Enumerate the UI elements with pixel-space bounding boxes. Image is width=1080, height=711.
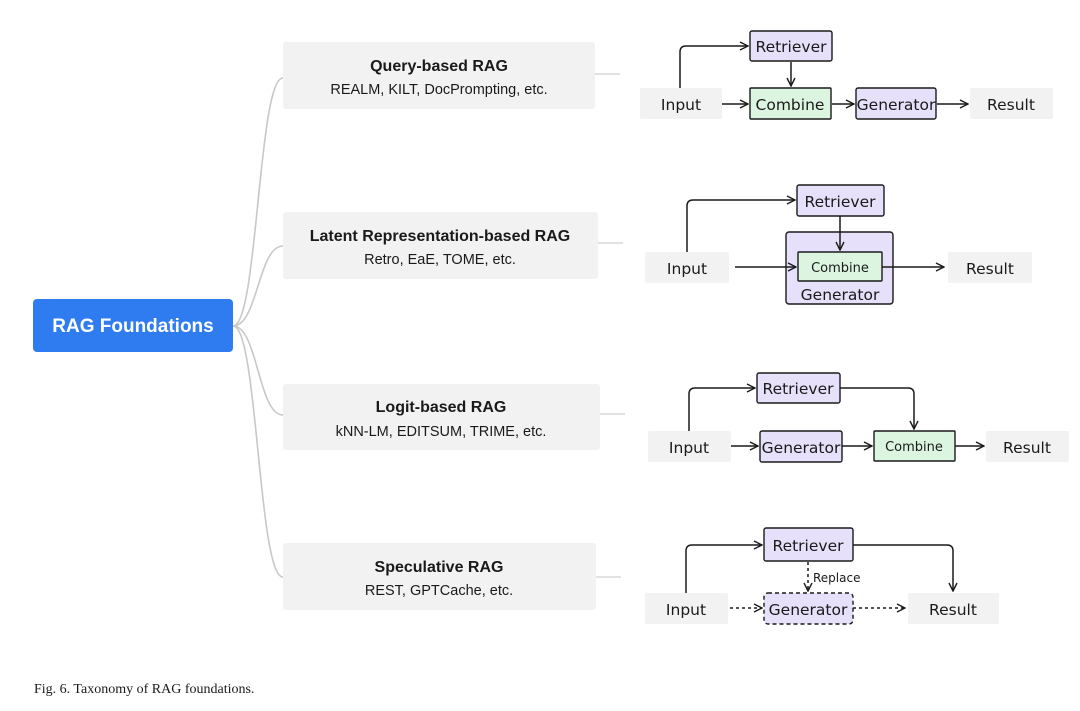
combine-node: Combine xyxy=(811,261,869,276)
retriever-node: Retriever xyxy=(763,380,835,398)
combine-node: Combine xyxy=(756,96,825,114)
category-logit-based: Logit-based RAG kNN-LM, EDITSUM, TRIME, … xyxy=(283,384,600,450)
input-node: Input xyxy=(667,260,707,278)
generator-node: Generator xyxy=(762,439,841,457)
generator-node: Generator xyxy=(801,286,880,304)
root-node: RAG Foundations xyxy=(33,299,233,352)
category-speculative: Speculative RAG REST, GPTCache, etc. xyxy=(283,543,596,610)
input-node: Input xyxy=(669,439,709,457)
category-latent-representation: Latent Representation-based RAG Retro, E… xyxy=(283,212,598,279)
category-query-based: Query-based RAG REALM, KILT, DocPromptin… xyxy=(283,42,595,109)
category-title: Latent Representation-based RAG xyxy=(310,228,570,245)
combine-node: Combine xyxy=(885,440,943,455)
category-subtitle: Retro, EaE, TOME, etc. xyxy=(364,252,516,268)
replace-label: Replace xyxy=(813,571,860,585)
flow-speculative: Input Retriever Replace Generator Result xyxy=(645,527,999,625)
category-title: Logit-based RAG xyxy=(376,399,507,416)
category-title: Speculative RAG xyxy=(375,559,504,576)
tree-connectors xyxy=(232,73,625,578)
input-node: Input xyxy=(666,601,706,619)
generator-node: Generator xyxy=(769,601,848,619)
generator-node: Generator xyxy=(857,96,936,114)
retriever-node: Retriever xyxy=(773,537,845,555)
flow-logit-based: Input Retriever Generator Combine Result xyxy=(648,372,1069,463)
flow-latent-representation: Input Retriever Generator Combine Result xyxy=(645,184,1032,305)
flow-query-based: Input Retriever Combine Generator Result xyxy=(640,30,1053,120)
result-node: Result xyxy=(929,601,977,619)
result-node: Result xyxy=(987,96,1035,114)
category-subtitle: REST, GPTCache, etc. xyxy=(365,583,513,599)
input-node: Input xyxy=(661,96,701,114)
retriever-node: Retriever xyxy=(805,193,877,211)
category-title: Query-based RAG xyxy=(370,58,508,75)
result-node: Result xyxy=(1003,439,1051,457)
category-subtitle: kNN-LM, EDITSUM, TRIME, etc. xyxy=(336,424,547,440)
result-node: Result xyxy=(966,260,1014,278)
category-subtitle: REALM, KILT, DocPrompting, etc. xyxy=(330,82,547,98)
root-label: RAG Foundations xyxy=(52,316,213,337)
figure-caption: Fig. 6. Taxonomy of RAG foundations. xyxy=(34,682,255,697)
retriever-node: Retriever xyxy=(756,38,828,56)
